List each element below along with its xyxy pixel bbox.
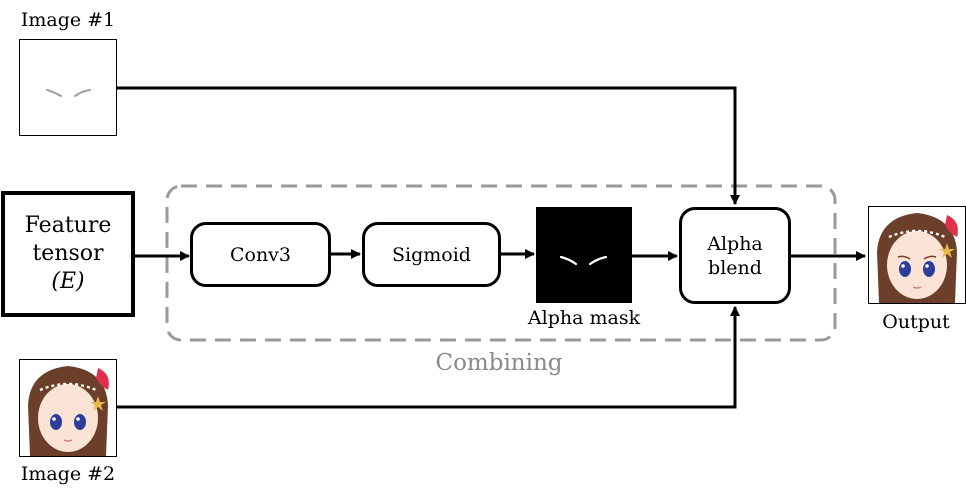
alpha-blend-box: Alpha blend xyxy=(679,207,791,304)
anime-face-icon xyxy=(28,366,109,456)
conv3-box: Conv3 xyxy=(190,222,331,287)
alpha-mask-label: Alpha mask xyxy=(527,307,641,329)
image2-label: Image #2 xyxy=(20,463,116,485)
feature-tensor-line1: Feature xyxy=(24,213,112,238)
sigmoid-label: Sigmoid xyxy=(392,243,471,266)
combining-label: Combining xyxy=(435,350,563,376)
alpha-mask-image xyxy=(536,207,632,303)
feature-tensor-symbol: (E) xyxy=(51,269,85,294)
combining-group-border xyxy=(165,184,837,342)
feature-tensor-line2: tensor xyxy=(32,241,104,266)
anime-face-icon xyxy=(877,213,958,303)
eyebrow-strokes-white xyxy=(559,255,608,266)
image2-thumbnail xyxy=(19,359,117,457)
conv3-label: Conv3 xyxy=(229,243,292,266)
feature-tensor-box: Feature tensor (E) xyxy=(1,191,135,317)
arrow-image2-to-blend xyxy=(117,306,740,409)
eyebrow-strokes-light xyxy=(46,89,91,97)
image1-thumbnail xyxy=(19,39,117,136)
arrow-image1-to-blend xyxy=(117,86,740,205)
output-label: Output xyxy=(882,311,950,333)
alpha-blend-line1: Alpha xyxy=(707,232,763,255)
image1-label: Image #1 xyxy=(20,9,116,31)
sigmoid-box: Sigmoid xyxy=(362,222,501,287)
output-image xyxy=(868,206,966,304)
alpha-blend-line2: blend xyxy=(708,256,762,279)
